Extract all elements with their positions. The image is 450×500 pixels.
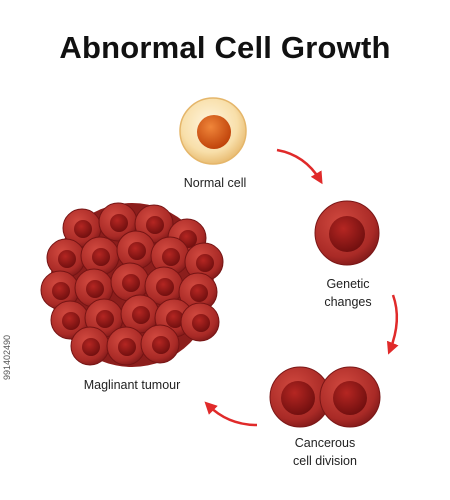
tumour-cell-nucleus [166, 310, 184, 328]
tumour-cell-nucleus [192, 314, 210, 332]
arrow-2 [386, 294, 399, 355]
tumour-cell-nucleus [82, 338, 100, 356]
tumour-cell-nucleus [118, 338, 136, 356]
genetic-changes-cell [314, 200, 380, 266]
diagram-title: Abnormal Cell Growth [59, 30, 391, 65]
tumour-cell-nucleus [162, 248, 180, 266]
tumour-cell-nucleus [92, 248, 110, 266]
label-cancerous-division: Cancerous cell division [270, 434, 380, 470]
tumour-cell-nucleus [52, 282, 70, 300]
dividing-cells [269, 366, 381, 428]
tumour-cell-nucleus [110, 214, 128, 232]
watermark-id: 991402490 [2, 334, 12, 380]
label-genetic-changes: Genetic changes [300, 275, 396, 311]
tumour-cell-nucleus [58, 250, 76, 268]
tumour-cell-nucleus [152, 336, 170, 354]
label-normal-cell: Normal cell [183, 176, 247, 190]
tumour-cell-nucleus [156, 278, 174, 296]
tumour-cell-nucleus [96, 310, 114, 328]
arrow-3 [204, 401, 258, 427]
tumour-cell-nucleus [196, 254, 214, 272]
label-genetic-changes-line2: changes [324, 295, 372, 309]
tumour-cell-nucleus [190, 284, 208, 302]
label-cancerous-division-line1: Cancerous [294, 436, 356, 450]
label-genetic-changes-line1: Genetic [326, 277, 370, 291]
tumour-cell-nucleus [74, 220, 92, 238]
tumour-cell-nucleus [62, 312, 80, 330]
label-cancerous-division-line2: cell division [293, 454, 357, 468]
arrow-1 [276, 148, 323, 185]
tumour-cell-nucleus [132, 306, 150, 324]
tumour-cell-nucleus [122, 274, 140, 292]
malignant-tumour [40, 202, 224, 367]
tumour-cell-nucleus [146, 216, 164, 234]
tumour-cell-nucleus [86, 280, 104, 298]
label-malignant-tumour: Maglinant tumour [83, 378, 181, 392]
tumour-cell-nucleus [128, 242, 146, 260]
normal-cell [179, 97, 247, 165]
